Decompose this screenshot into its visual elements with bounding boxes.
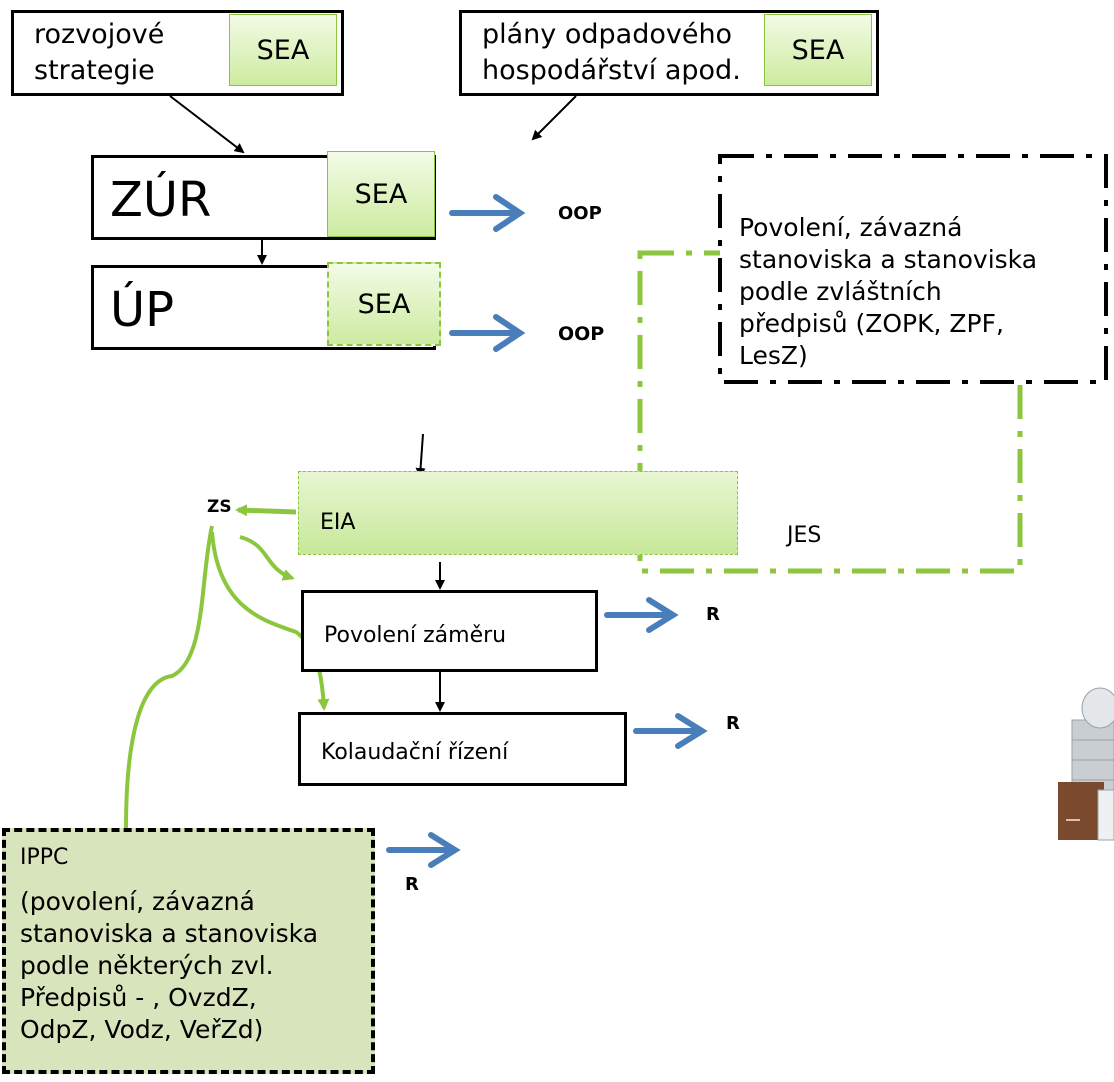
blue-arrow-ippc xyxy=(386,832,461,868)
ippc-line-1: (povolení, závazná xyxy=(20,887,255,916)
zur-result-oop: OOP xyxy=(558,203,602,224)
blue-arrow-approval xyxy=(633,713,708,749)
curve-ippc-to-zs xyxy=(124,525,214,829)
arrow-strategies-to-zur xyxy=(169,95,245,154)
ippc-line-2: stanoviska a stanoviska xyxy=(20,919,319,948)
zur-sea-label: SEA xyxy=(354,178,408,210)
curve-zs-to-approval xyxy=(210,531,330,711)
arrow-plans-to-zur xyxy=(531,95,577,141)
arrow-to-eia xyxy=(415,433,426,478)
ippc-line-4: Předpisů - , OvzdZ, xyxy=(20,983,257,1012)
waste-plans-text-line2: hospodářství apod. xyxy=(482,55,741,86)
blue-arrow-up xyxy=(449,314,526,352)
curve-zs-to-permit xyxy=(239,535,295,581)
ippc-line-5: OdpZ, Vodz, VeřZd) xyxy=(20,1015,264,1044)
waste-plans-text-line1: plány odpadového xyxy=(482,19,733,50)
approval-label: Kolaudační řízení xyxy=(321,740,509,765)
zs-label: ZS xyxy=(207,497,232,517)
permits-text: Povolení, závazná stanoviska a stanovisk… xyxy=(739,212,1105,372)
ippc-result: R xyxy=(405,874,419,895)
strategies-text-line2: strategie xyxy=(34,55,155,86)
permits-line-2: stanoviska a stanoviska xyxy=(739,245,1038,274)
strategies-text-line1: rozvojové xyxy=(34,19,165,50)
factory-image xyxy=(1058,687,1114,841)
blue-arrow-permit xyxy=(604,597,679,633)
jes-label: JES xyxy=(787,523,822,548)
approval-box: Kolaudační řízení xyxy=(298,712,627,786)
jes-frame xyxy=(637,250,1023,574)
permits-line-5: LesZ) xyxy=(739,341,808,370)
up-result-oop: OOP xyxy=(558,323,605,345)
eia-box: EIA xyxy=(298,471,738,555)
zur-label: ZÚR xyxy=(110,172,212,228)
ippc-line-3: podle některých zvl. xyxy=(20,951,274,980)
project-permit-box: Povolení záměru xyxy=(301,590,598,672)
arrow-eia-to-zs xyxy=(235,504,297,517)
approval-result: R xyxy=(726,713,740,734)
blue-arrow-zur xyxy=(449,194,526,232)
up-sea-badge: SEA xyxy=(327,262,441,346)
permits-line-1: Povolení, závazná xyxy=(739,213,963,242)
ippc-body: (povolení, závazná stanoviska a stanovis… xyxy=(20,886,318,1046)
waste-plans-sea-badge: SEA xyxy=(764,14,872,86)
ippc-box: IPPC (povolení, závazná stanoviska a sta… xyxy=(2,828,375,1074)
ippc-title: IPPC xyxy=(20,845,69,870)
permits-line-4: předpisů (ZOPK, ZPF, xyxy=(739,309,1004,338)
waste-plans-sea-label: SEA xyxy=(791,34,845,66)
strategies-sea-label: SEA xyxy=(256,34,310,66)
up-label: ÚP xyxy=(110,282,175,338)
eia-label: EIA xyxy=(320,510,356,535)
strategies-sea-badge: SEA xyxy=(229,14,337,86)
up-sea-label: SEA xyxy=(357,288,411,320)
project-permit-result: R xyxy=(706,604,720,625)
permits-frame xyxy=(718,154,1108,384)
project-permit-label: Povolení záměru xyxy=(324,623,507,648)
permits-line-3: podle zvláštních xyxy=(739,277,942,306)
zur-sea-badge: SEA xyxy=(327,151,435,237)
